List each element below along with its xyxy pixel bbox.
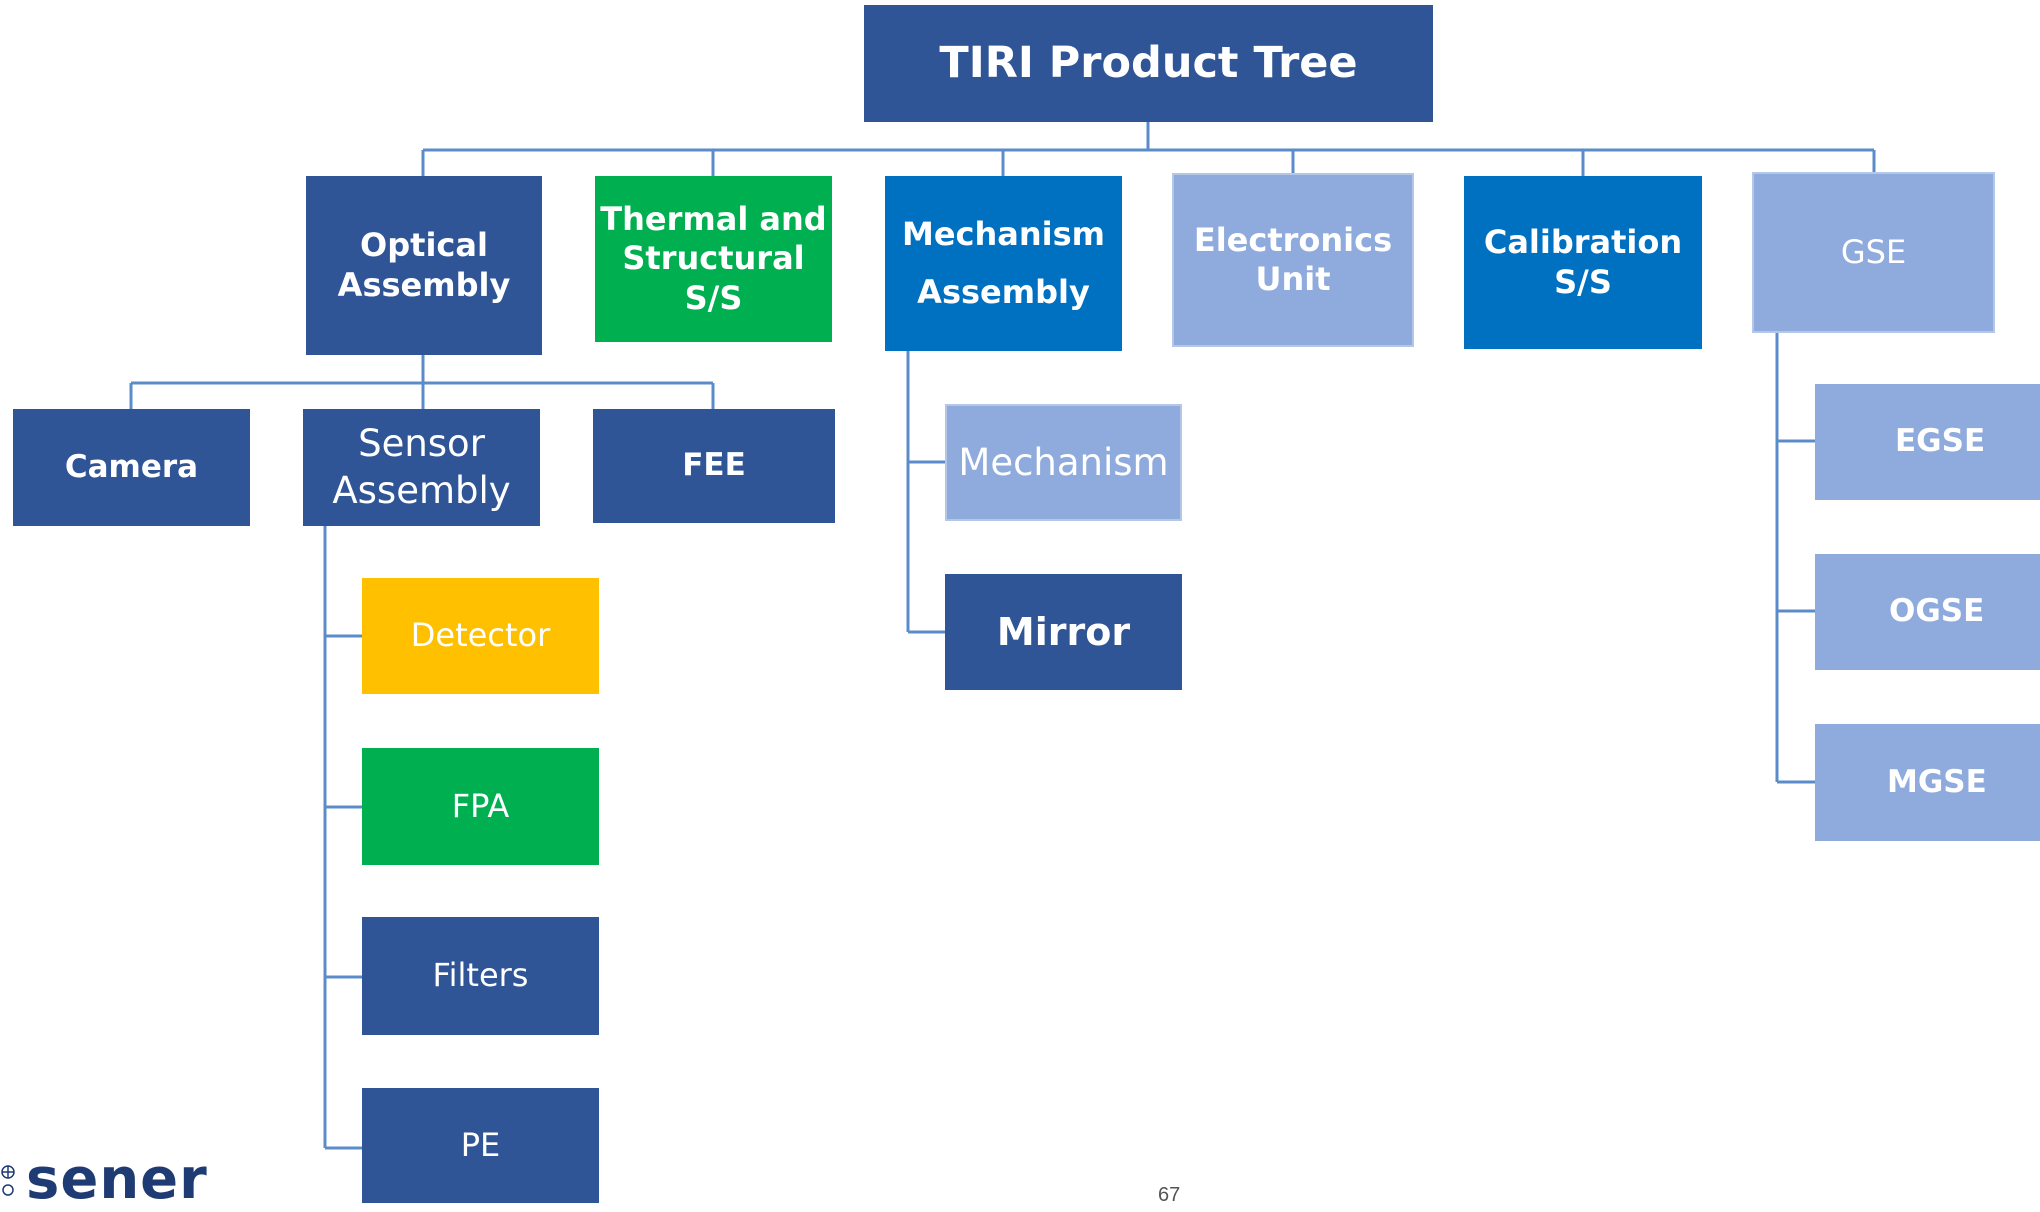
root-title-box: TIRI Product Tree	[864, 5, 1433, 122]
pe-box: PE	[362, 1088, 599, 1203]
page-number: 67	[1158, 1184, 1181, 1206]
detector-box: Detector	[362, 578, 599, 694]
electronics-unit-box: Electronics Unit	[1172, 173, 1414, 347]
camera-box: Camera	[13, 409, 250, 526]
mechanism-assembly-box: Mechanism Assembly	[885, 176, 1122, 351]
sener-logo: sener	[26, 1147, 208, 1212]
filters-box: Filters	[362, 917, 599, 1035]
optical-assembly-box: Optical Assembly	[306, 176, 542, 355]
gse-box: GSE	[1752, 172, 1995, 333]
sensor-assembly-box: Sensor Assembly	[303, 409, 540, 526]
fpa-box: FPA	[362, 748, 599, 865]
egse-box: EGSE	[1815, 384, 2040, 500]
mechanism-box: Mechanism	[945, 404, 1182, 521]
sener-globe-icon	[1, 1165, 15, 1196]
thermal-structural-box: Thermal and Structural S/S	[595, 176, 832, 342]
ogse-box: OGSE	[1815, 554, 2040, 670]
calibration-ss-box: Calibration S/S	[1464, 176, 1702, 349]
mirror-box: Mirror	[945, 574, 1182, 690]
fee-box: FEE	[593, 409, 835, 523]
mgse-box: MGSE	[1815, 724, 2040, 841]
